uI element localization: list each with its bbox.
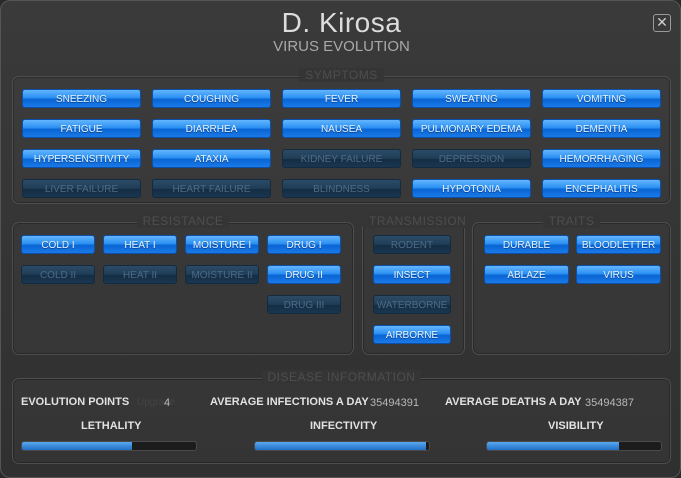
symptoms-button-dementia[interactable]: DEMENTIA <box>542 119 661 138</box>
window-subtitle: VIRUS EVOLUTION <box>273 38 410 55</box>
symptoms-button-sweating[interactable]: SWEATING <box>412 89 531 108</box>
avg-infections-value: 35494391 <box>370 397 419 409</box>
transmission-button-airborne[interactable]: AIRBORNE <box>373 325 451 344</box>
traits-panel: TRAITS DURABLE BLOODLETTER ABLAZE VIRUS <box>472 214 671 355</box>
resistance-heading: RESISTANCE <box>136 214 230 228</box>
symptoms-button-encephalitis[interactable]: ENCEPHALITIS <box>542 179 661 198</box>
symptoms-panel: SYMPTOMS SNEEZING COUGHING FEVER SWEATING VO… <box>12 68 671 204</box>
resistance-button-moisture-i[interactable]: MOISTURE I <box>185 235 259 254</box>
close-button[interactable]: ✕ <box>653 14 671 32</box>
symptoms-button-blindness[interactable]: BLINDNESS <box>282 179 401 198</box>
resistance-button-drug-iii[interactable]: DRUG III <box>267 295 341 314</box>
lethality-bar <box>21 441 197 451</box>
visibility-label: VISIBILITY <box>548 420 604 432</box>
resistance-button-drug-i[interactable]: DRUG I <box>267 235 341 254</box>
symptoms-button-hypotonia[interactable]: HYPOTONIA <box>412 179 531 198</box>
resistance-button-cold-i[interactable]: COLD I <box>21 235 95 254</box>
symptoms-button-fatigue[interactable]: FATIGUE <box>22 119 141 138</box>
symptoms-button-sneezing[interactable]: SNEEZING <box>22 89 141 108</box>
resistance-button-heat-i[interactable]: HEAT I <box>103 235 177 254</box>
symptoms-button-coughing[interactable]: COUGHING <box>152 89 271 108</box>
infectivity-label: INFECTIVITY <box>310 420 378 432</box>
infectivity-bar <box>254 441 430 451</box>
symptoms-button-hemorrhaging[interactable]: HEMORRHAGING <box>542 149 661 168</box>
visibility-bar-fill <box>487 442 620 450</box>
traits-button-ablaze[interactable]: ABLAZE <box>484 265 569 284</box>
lethality-label: LETHALITY <box>81 420 142 432</box>
resistance-button-heat-ii[interactable]: HEAT II <box>103 265 177 284</box>
transmission-button-waterborne[interactable]: WATERBORNE <box>373 295 451 314</box>
disease-info-heading: DISEASE INFORMATION <box>261 370 422 384</box>
avg-infections-label: AVERAGE INFECTIONS A DAY <box>210 396 369 408</box>
traits-button-virus[interactable]: VIRUS <box>576 265 661 284</box>
symptoms-button-vomiting[interactable]: VOMITING <box>542 89 661 108</box>
transmission-button-insect[interactable]: INSECT <box>373 265 451 284</box>
evolution-points-label: EVOLUTION POINTS <box>21 396 130 408</box>
resistance-button-moisture-ii[interactable]: MOISTURE II <box>185 265 259 284</box>
symptoms-button-liver-failure[interactable]: LIVER FAILURE <box>22 179 141 198</box>
symptoms-button-nausea[interactable]: NAUSEA <box>282 119 401 138</box>
symptoms-button-hypersensitivity[interactable]: HYPERSENSITIVITY <box>22 149 141 168</box>
symptoms-button-fever[interactable]: FEVER <box>282 89 401 108</box>
close-icon: ✕ <box>656 14 668 30</box>
disease-info-panel: DISEASE INFORMATION EVOLUTION POINTS Upg… <box>12 370 671 464</box>
resistance-panel: RESISTANCE COLD I HEAT I MOISTURE I DRUG I C… <box>12 214 354 355</box>
symptoms-button-depression[interactable]: DEPRESSION <box>412 149 531 168</box>
infectivity-bar-fill <box>255 442 426 450</box>
avg-deaths-value: 35494387 <box>585 397 634 409</box>
traits-heading: TRAITS <box>542 214 601 228</box>
symptoms-button-diarrhea[interactable]: DIARRHEA <box>152 119 271 138</box>
symptoms-button-heart-failure[interactable]: HEART FAILURE <box>152 179 271 198</box>
transmission-heading: TRANSMISSION <box>363 214 473 228</box>
symptoms-button-ataxia[interactable]: ATAXIA <box>152 149 271 168</box>
evolution-points-value: 4 <box>164 397 171 409</box>
symptoms-heading: SYMPTOMS <box>299 68 384 82</box>
resistance-button-cold-ii[interactable]: COLD II <box>21 265 95 284</box>
symptoms-button-pulmonary-edema[interactable]: PULMONARY EDEMA <box>412 119 531 138</box>
upgrade-ghost-text: Upgrade <box>137 397 176 408</box>
lethality-bar-fill <box>22 442 132 450</box>
avg-deaths-label: AVERAGE DEATHS A DAY <box>445 396 582 408</box>
traits-button-durable[interactable]: DURABLE <box>484 235 569 254</box>
transmission-panel: TRANSMISSION RODENT INSECT WATERBORNE AIRBO… <box>362 214 473 355</box>
symptoms-button-kidney-failure[interactable]: KIDNEY FAILURE <box>282 149 401 168</box>
traits-button-bloodletter[interactable]: BLOODLETTER <box>576 235 661 254</box>
disease-name-title: D. Kirosa <box>281 7 402 38</box>
transmission-button-rodent[interactable]: RODENT <box>373 235 451 254</box>
resistance-button-drug-ii[interactable]: DRUG II <box>267 265 341 284</box>
visibility-bar <box>486 441 662 451</box>
